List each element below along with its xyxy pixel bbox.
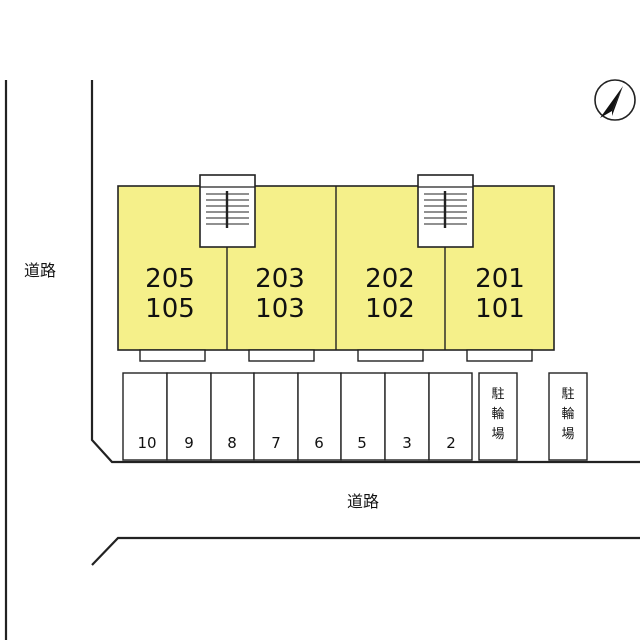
balcony (248, 349, 315, 362)
parking-space-number: 5 (357, 434, 367, 452)
balcony (139, 349, 206, 362)
parking-space-number: 2 (446, 434, 456, 452)
unit-label-upper: 202 (365, 264, 415, 294)
north-arrow-icon (594, 79, 636, 121)
balcony (357, 349, 424, 362)
parking-space-number: 10 (137, 434, 156, 452)
bicycle-parking: 駐 輪 場 (478, 372, 518, 461)
parking-area (122, 372, 473, 461)
bicycle-parking-label-char: 駐 (491, 387, 504, 402)
bicycle-parking-label-char: 場 (491, 427, 504, 442)
bicycle-parking: 駐 輪 場 (548, 372, 588, 461)
unit-label-lower: 103 (255, 294, 305, 324)
staircase (199, 174, 256, 248)
staircase (417, 174, 474, 248)
unit-label-lower: 101 (475, 294, 525, 324)
road-edges (4, 80, 640, 640)
road-edge-west-inner (90, 80, 640, 464)
parking-space-number: 7 (271, 434, 281, 452)
balcony (466, 349, 533, 362)
parking-space-number: 9 (184, 434, 194, 452)
bicycle-parking-label-char: 場 (561, 427, 574, 442)
bicycle-parking-label-char: 輪 (491, 406, 504, 422)
road-label-south: 道路 (347, 492, 379, 511)
parking-space-number: 6 (314, 434, 324, 452)
road-edge-south-outer (91, 536, 640, 566)
bicycle-parking-label-char: 輪 (561, 406, 574, 422)
apartment-building: 205 105 203 103 202 102 201 101 (117, 174, 555, 362)
unit-label-upper: 203 (255, 264, 305, 294)
bicycle-parking-label-char: 駐 (561, 387, 574, 402)
parking-space-number: 3 (402, 434, 412, 452)
parking-space (428, 372, 473, 461)
road-label-west: 道路 (24, 261, 56, 280)
unit-label-upper: 205 (145, 264, 195, 294)
parking-space (166, 372, 212, 461)
unit-label-upper: 201 (475, 264, 525, 294)
unit-label-lower: 105 (145, 294, 195, 324)
parking-space (253, 372, 299, 461)
unit-label-lower: 102 (365, 294, 415, 324)
parking-space (340, 372, 386, 461)
parking-space-number: 8 (227, 434, 237, 452)
